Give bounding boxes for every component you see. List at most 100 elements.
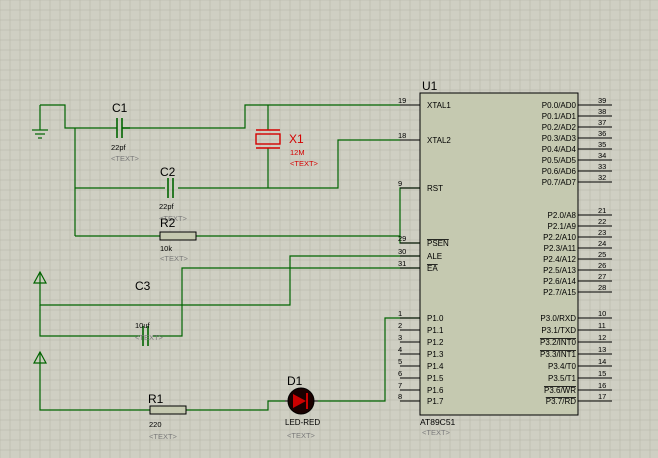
u1-pin-name: P2.1/A9 xyxy=(548,222,577,231)
r1-value: 220 xyxy=(149,420,162,429)
u1-pin-name: P2.5/A13 xyxy=(543,266,576,275)
u1-ref: U1 xyxy=(422,79,438,93)
c1-symbol xyxy=(116,118,130,138)
x1-ref: X1 xyxy=(289,132,304,146)
u1-pin-name: XTAL2 xyxy=(427,136,451,145)
u1-pin-name: P3.3/INT1 xyxy=(540,350,577,359)
u1-pin-number: 4 xyxy=(398,345,402,354)
u1-pin-name: P0.6/AD6 xyxy=(542,167,577,176)
c2-value: 22pf xyxy=(159,202,175,211)
u1-pin-number: 39 xyxy=(598,96,606,105)
u1-part: AT89C51 xyxy=(420,417,456,427)
u1-pin-name: P3.4/T0 xyxy=(548,362,577,371)
u1-pin-name: P0.5/AD5 xyxy=(542,156,577,165)
u1-pin-number: 10 xyxy=(598,309,606,318)
u1-pin-name: P1.0 xyxy=(427,314,444,323)
u1-pin-number: 30 xyxy=(398,247,406,256)
u1-pin-name: P0.3/AD3 xyxy=(542,134,577,143)
u1-pin-name: P0.2/AD2 xyxy=(542,123,577,132)
d1-ref: D1 xyxy=(287,374,303,388)
u1-pin-name: P1.3 xyxy=(427,350,444,359)
u1-pin-number: 17 xyxy=(598,392,606,401)
wire xyxy=(39,255,420,306)
wire xyxy=(39,365,285,411)
ground-icon xyxy=(32,129,48,139)
u1-pin-name: P2.0/A8 xyxy=(548,211,577,220)
d1-placeholder: <TEXT> xyxy=(287,431,316,440)
u1-pin-name: RST xyxy=(427,184,443,193)
u1-pin-number: 29 xyxy=(398,234,406,243)
power-symbols xyxy=(32,129,48,365)
wire xyxy=(39,267,420,337)
u1-pin-number: 37 xyxy=(598,118,606,127)
u1-pin-number: 16 xyxy=(598,381,606,390)
u1-pin-number: 7 xyxy=(398,381,402,390)
u1-pin-number: 2 xyxy=(398,321,402,330)
c1-value: 22pf xyxy=(111,143,127,152)
u1-pin-number: 34 xyxy=(598,151,606,160)
r2-placeholder: <TEXT> xyxy=(160,254,189,263)
led-triangle xyxy=(293,394,306,408)
u1-pin-number: 23 xyxy=(598,228,606,237)
u1-pin-name: P1.5 xyxy=(427,374,444,383)
c3-placeholder: <TEXT> xyxy=(135,333,164,342)
r2-ref: R2 xyxy=(160,216,176,230)
u1-pin-name: P2.6/A14 xyxy=(543,277,576,286)
r1-placeholder: <TEXT> xyxy=(149,432,178,441)
u1-pin-number: 12 xyxy=(598,333,606,342)
r2-body xyxy=(159,231,197,241)
wire xyxy=(130,104,400,129)
u1-pin-number: 33 xyxy=(598,162,606,171)
c2-placeholder: <TEXT> xyxy=(159,214,188,223)
u1-pin-number: 24 xyxy=(598,239,606,248)
u1-pin-number: 19 xyxy=(398,96,406,105)
u1-pin-name: PSEN xyxy=(427,239,449,248)
x1-value: 12M xyxy=(290,148,305,157)
d1-value: LED-RED xyxy=(285,418,320,427)
r2-value: 10k xyxy=(160,244,172,253)
u1-pin-number: 28 xyxy=(598,283,606,292)
u1-pin-name: P3.2/INT0 xyxy=(540,338,577,347)
u1-pins-left: 19XTAL118XTAL29RST29PSEN30ALE31EA1P1.02P… xyxy=(398,96,451,406)
resistors xyxy=(149,231,197,415)
u1-pin-number: 26 xyxy=(598,261,606,270)
u1-pin-name: P2.2/A10 xyxy=(543,233,576,242)
u1-pin-name: P1.6 xyxy=(427,386,444,395)
r1-ref: R1 xyxy=(148,392,164,406)
c3-ref: C3 xyxy=(135,279,151,293)
u1-body xyxy=(419,92,579,416)
u1-pin-name: P2.7/A15 xyxy=(543,288,576,297)
x1-placeholder: <TEXT> xyxy=(290,159,319,168)
u1-pin-number: 14 xyxy=(598,357,606,366)
u1-pin-number: 11 xyxy=(598,321,606,330)
u1-pin-name: P0.7/AD7 xyxy=(542,178,577,187)
u1-pin-name: ALE xyxy=(427,252,442,261)
u1-pin-name: P3.5/T1 xyxy=(548,374,577,383)
u1-pin-number: 27 xyxy=(598,272,606,281)
u1-pin-number: 21 xyxy=(598,206,606,215)
u1-pin-name: P2.3/A11 xyxy=(544,244,577,253)
u1-pin-number: 3 xyxy=(398,333,402,342)
u1-pin-number: 25 xyxy=(598,250,606,259)
u1-pin-number: 22 xyxy=(598,217,606,226)
u1-pin-number: 38 xyxy=(598,107,606,116)
r1-body xyxy=(149,405,187,415)
u1-pin-name: P3.1/TXD xyxy=(541,326,576,335)
capacitors xyxy=(116,118,174,346)
u1-pin-number: 15 xyxy=(598,369,606,378)
u1-pin-name: P0.1/AD1 xyxy=(542,112,577,121)
wire xyxy=(39,104,117,130)
u1-pins-right: 39P0.0/AD038P0.1/AD137P0.2/AD236P0.3/AD3… xyxy=(540,96,612,406)
u1-pin-name: P1.4 xyxy=(427,362,444,371)
crystal-symbol xyxy=(255,129,281,149)
u1-placeholder: <TEXT> xyxy=(422,428,451,437)
u1-pin-name: P1.1 xyxy=(427,326,444,335)
u1-pin-number: 13 xyxy=(598,345,606,354)
u1-pin-name: P0.4/AD4 xyxy=(542,145,577,154)
c1-ref: C1 xyxy=(112,101,128,115)
u1-pin-number: 8 xyxy=(398,392,402,401)
u1-pin-name: P3.7/RD xyxy=(546,397,576,406)
u1-pin-number: 35 xyxy=(598,140,606,149)
